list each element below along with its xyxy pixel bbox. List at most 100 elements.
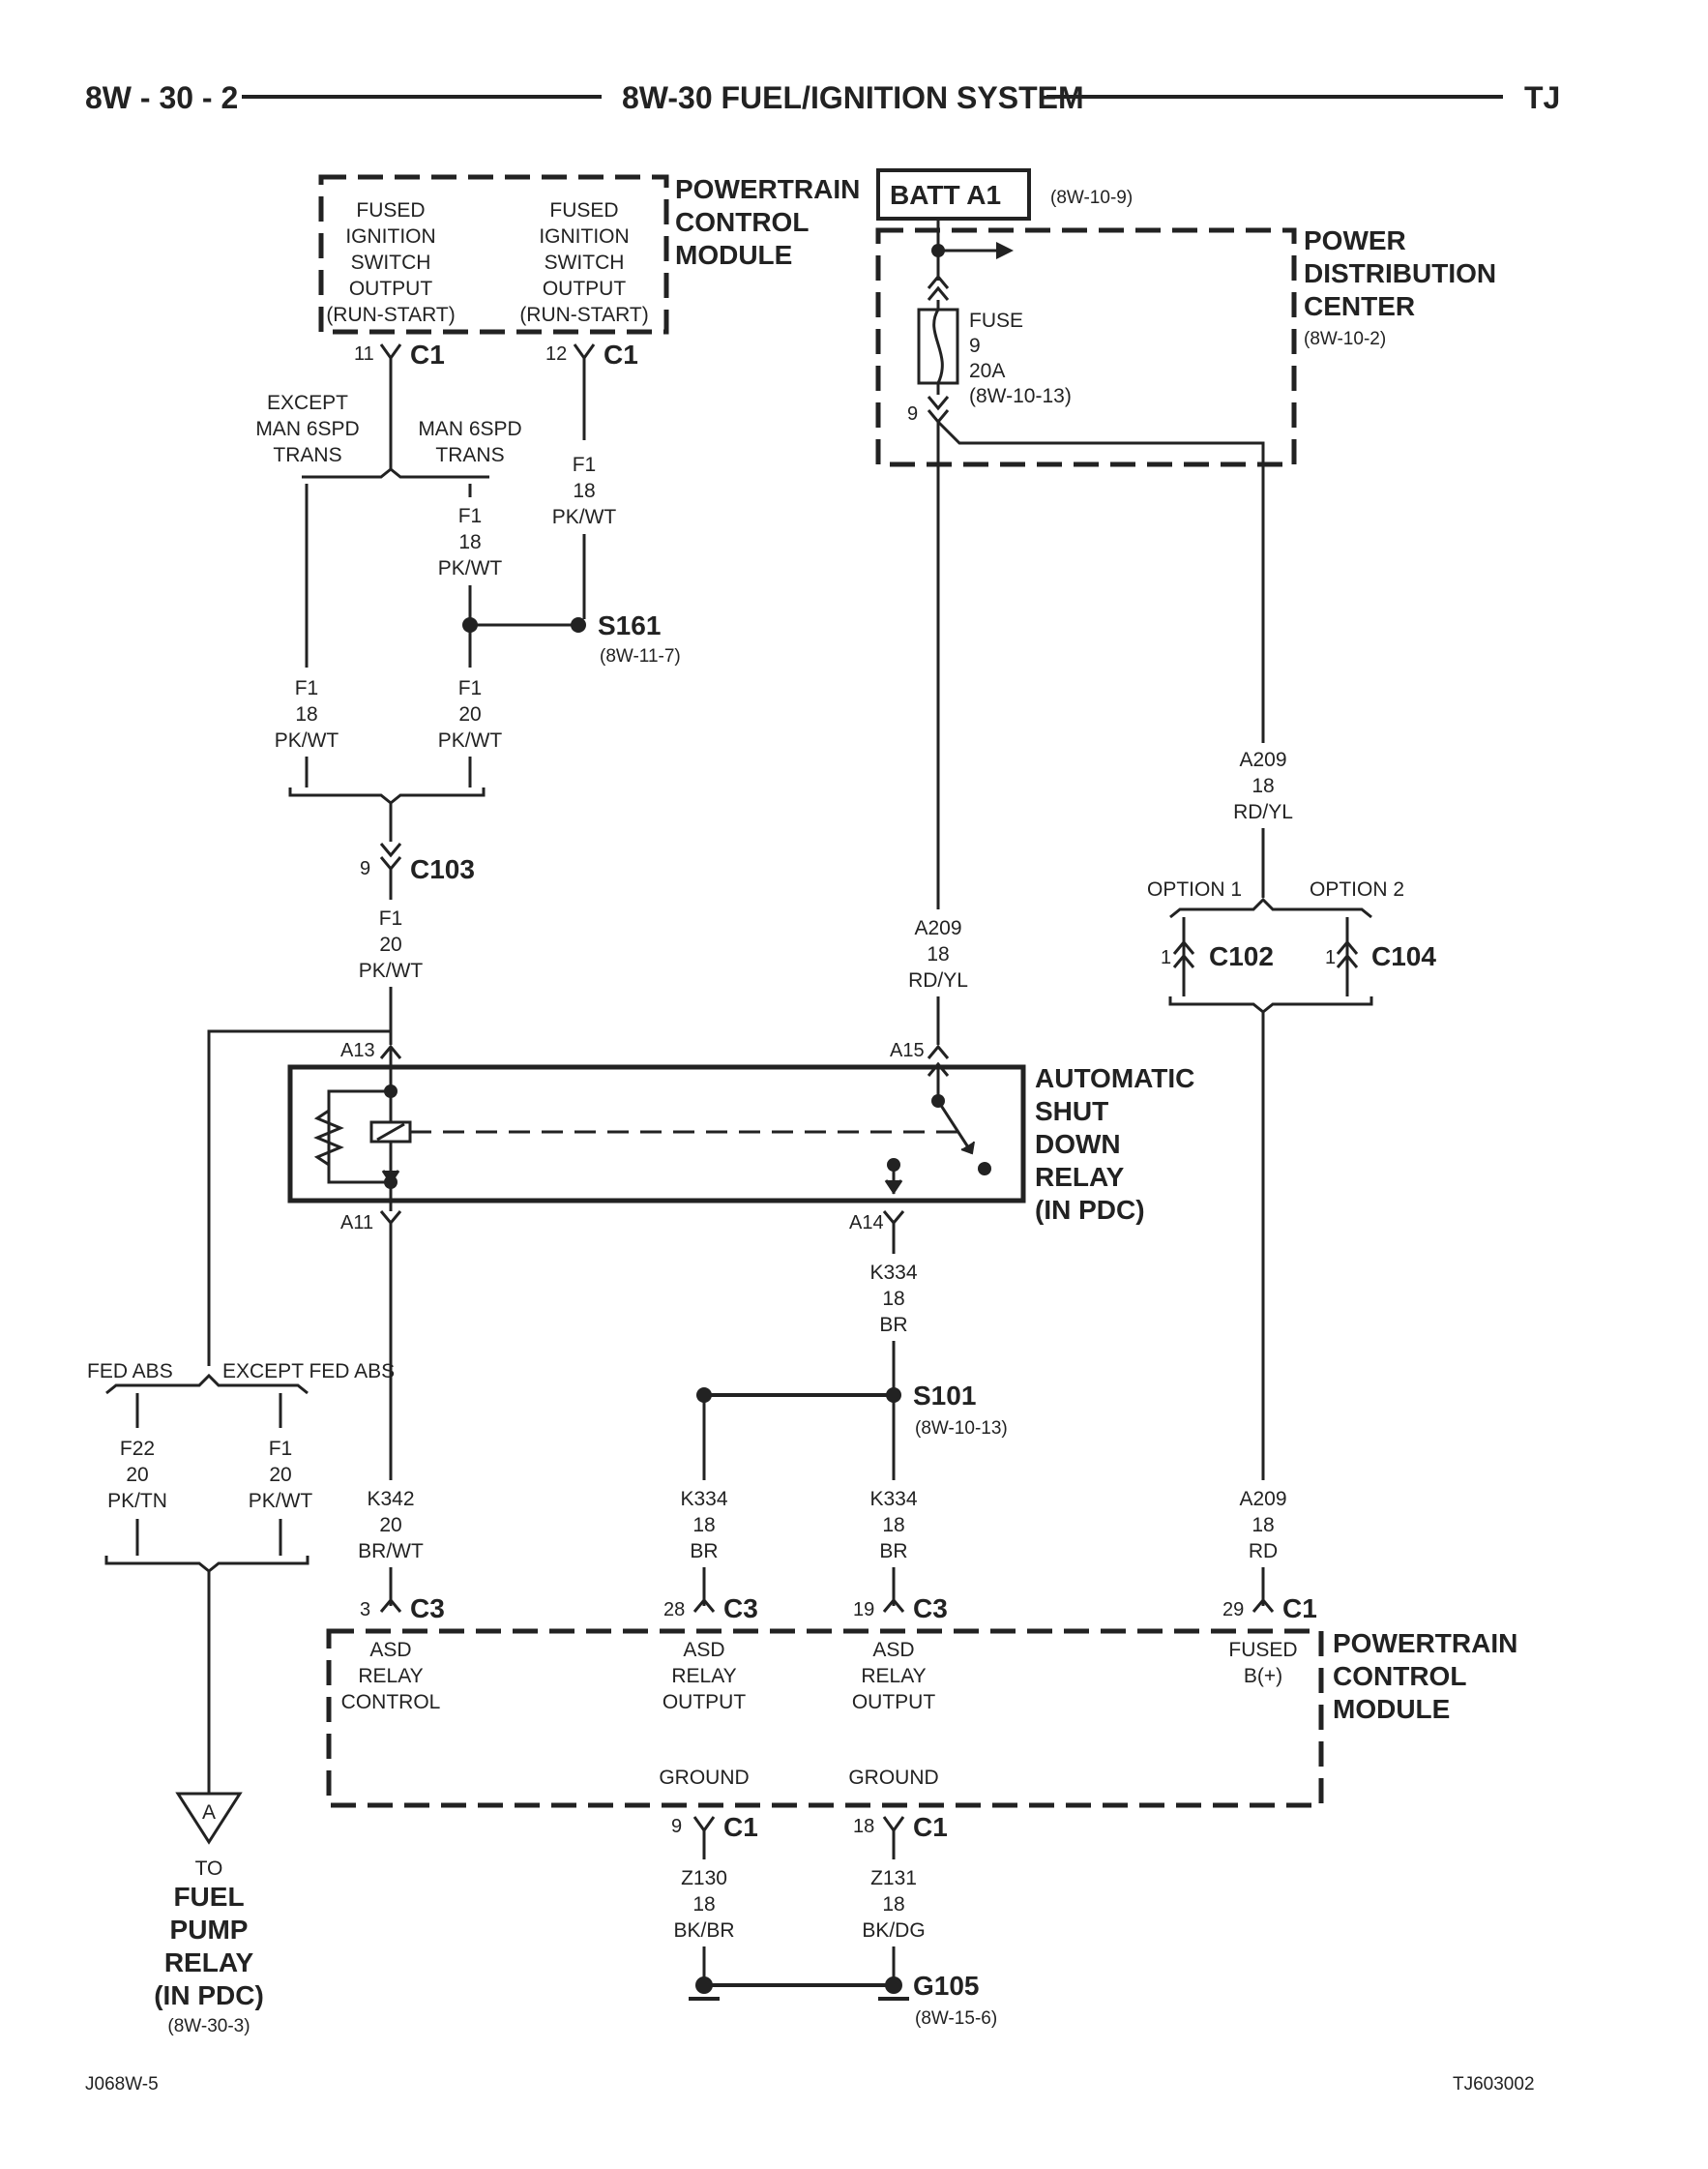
pcm-top: POWERTRAIN CONTROL MODULE FUSED IGNITION…	[318, 174, 860, 370]
pcm-conn-c3-a: C3	[410, 1593, 445, 1623]
pcm-bottom-title-2: CONTROL	[1333, 1661, 1466, 1691]
coil-resistor-icon	[313, 1109, 344, 1167]
pcm-top-output1-line5: (RUN-START)	[326, 304, 455, 326]
fuel-pump-title-2: PUMP	[170, 1915, 249, 1945]
wire-f1-20-a-line2: 20	[458, 703, 481, 726]
wire-f1-18-c-line3: PK/WT	[552, 506, 617, 528]
pcm-conn-c3-c: C3	[913, 1593, 948, 1623]
pcm-bottom: 3 C3 28 C3 19 C3 29 C1 POWERTRAIN CONTRO…	[326, 1593, 1517, 1842]
batt-pdc: BATT A1 (8W-10-9) POWER DISTRIBUTION CEN…	[875, 168, 1496, 909]
pcm-top-output2-line3: SWITCH	[545, 252, 625, 274]
pcm-top-output2-line2: IGNITION	[539, 225, 629, 248]
branch-man-6spd-line1: MAN 6SPD	[418, 418, 521, 440]
footer-left-code: J068W-5	[85, 2074, 159, 2095]
wire-f1-20-b-line2: 20	[379, 934, 401, 956]
s161-name: S161	[598, 610, 661, 640]
c103-pin: 9	[360, 858, 370, 879]
fuel-pump-title-4: (IN PDC)	[154, 1980, 264, 2010]
wire-f1-18-c-line1: F1	[573, 454, 597, 476]
pcm-bottom-title-3: MODULE	[1333, 1694, 1450, 1724]
wire-z131-line2: 18	[882, 1893, 904, 1916]
pcm-top-output1-line1: FUSED	[356, 199, 425, 222]
s101-name: S101	[913, 1381, 976, 1411]
wire-f1-18-a-line2: 18	[295, 703, 317, 726]
pcm-conn-c3-b: C3	[723, 1593, 758, 1623]
wire-z130-line2: 18	[692, 1893, 715, 1916]
branch-except-6spd-line2: MAN 6SPD	[255, 418, 359, 440]
page-number: 8W - 30 - 2	[85, 80, 238, 115]
s101-ref: (8W-10-13)	[915, 1418, 1008, 1439]
asd-relay-title-1: AUTOMATIC	[1035, 1063, 1194, 1093]
branch-except-6spd-line3: TRANS	[273, 444, 341, 466]
c102-name: C102	[1209, 941, 1274, 971]
pcm-bottom-box	[326, 1628, 1324, 1808]
fuel-pump-title-1: FUEL	[173, 1882, 244, 1912]
asd-relay: AUTOMATIC SHUT DOWN RELAY (IN PDC) A13 A…	[287, 1040, 1194, 1233]
wire-f1-20-a-line1: F1	[458, 677, 483, 699]
asd-output1-line2: RELAY	[671, 1665, 736, 1687]
wire-f1-20-a-line3: PK/WT	[438, 729, 503, 752]
g105-dot	[885, 1976, 902, 1994]
pcm-conn-c1-g2: C1	[913, 1812, 948, 1842]
wire-f1-20-c-line3: PK/WT	[249, 1490, 313, 1512]
c103-name: C103	[410, 854, 475, 884]
wire-f1-20-b-line3: PK/WT	[359, 960, 424, 982]
batt-a1-ref: (8W-10-9)	[1050, 188, 1133, 208]
ground2-label: GROUND	[848, 1767, 938, 1789]
wire-z130-line3: BK/BR	[673, 1919, 734, 1942]
c104-pin: 1	[1325, 947, 1336, 968]
asd-output2-line2: RELAY	[861, 1665, 926, 1687]
wire-k334-a-line2: 18	[882, 1288, 904, 1310]
ground1-label: GROUND	[659, 1767, 749, 1789]
pcm-top-output1-line4: OUTPUT	[349, 278, 433, 300]
fuse-number: 9	[969, 335, 981, 357]
wire-a209-mid-line3: RD/YL	[908, 969, 968, 992]
batt-a1-label: BATT A1	[890, 180, 1001, 210]
asd-output1-line1: ASD	[683, 1639, 724, 1661]
pcm-pin-18: 18	[853, 1816, 874, 1837]
asd-output1-line3: OUTPUT	[663, 1691, 747, 1713]
asd-output2-line1: ASD	[872, 1639, 914, 1661]
relay-switch-arm	[936, 1100, 974, 1154]
wire-f22-line2: 20	[126, 1464, 148, 1486]
fused-b-line2: B(+)	[1244, 1665, 1282, 1687]
wire-k334-a-line3: BR	[879, 1314, 907, 1336]
wire-k334-c-line1: K334	[869, 1488, 917, 1510]
fuel-pump-marker-icon	[175, 1792, 243, 1845]
relay-pin-a14: A14	[849, 1212, 884, 1233]
fuel-pump-to: TO	[195, 1857, 223, 1880]
wire-k342-line3: BR/WT	[358, 1540, 424, 1562]
asd-relay-title-4: RELAY	[1035, 1162, 1125, 1192]
fuel-pump-ref: (8W-30-3)	[167, 2016, 250, 2036]
a13-feed-wire	[207, 1029, 391, 1366]
wire-a209-rd-line3: RD	[1249, 1540, 1278, 1562]
fuse-label: FUSE	[969, 310, 1023, 332]
wire-k334-b-line1: K334	[680, 1488, 727, 1510]
pcm-top-pin-11: 11	[354, 343, 374, 365]
s161-ref: (8W-11-7)	[600, 646, 681, 667]
s161-splice-dot	[571, 617, 586, 633]
pcm-top-title-2: CONTROL	[675, 207, 809, 237]
wire-a209-right-line3: RD/YL	[1233, 801, 1293, 823]
option-2-label: OPTION 2	[1310, 878, 1404, 901]
pcm-pin-29: 29	[1222, 1599, 1244, 1620]
wire-f1-18-a-line3: PK/WT	[275, 729, 339, 752]
wire-f22-line1: F22	[120, 1438, 155, 1460]
batt-a1-box	[876, 168, 1031, 221]
wire-z131-line1: Z131	[870, 1867, 917, 1889]
asd-control-line1: ASD	[369, 1639, 411, 1661]
model-code: TJ	[1524, 80, 1560, 115]
wire-a209-rd-line2: 18	[1252, 1514, 1274, 1536]
s101-splice-dot	[886, 1387, 901, 1403]
pcm-top-title-3: MODULE	[675, 240, 792, 270]
branch-man-6spd-line2: TRANS	[435, 444, 504, 466]
asd-relay-title-5: (IN PDC)	[1035, 1195, 1145, 1225]
wire-f1-20-b-line1: F1	[379, 907, 403, 930]
wire-f1-18-b-line2: 18	[458, 531, 481, 553]
wire-f22-line3: PK/TN	[107, 1490, 167, 1512]
ground-wiring: Z130 18 BK/BR Z131 18 BK/DG G105 (8W-15-…	[673, 1830, 997, 2029]
wire-k334-a-line1: K334	[869, 1262, 917, 1284]
pcm-conn-c1-g1: C1	[723, 1812, 758, 1842]
pdc-title-1: POWER	[1304, 225, 1406, 255]
